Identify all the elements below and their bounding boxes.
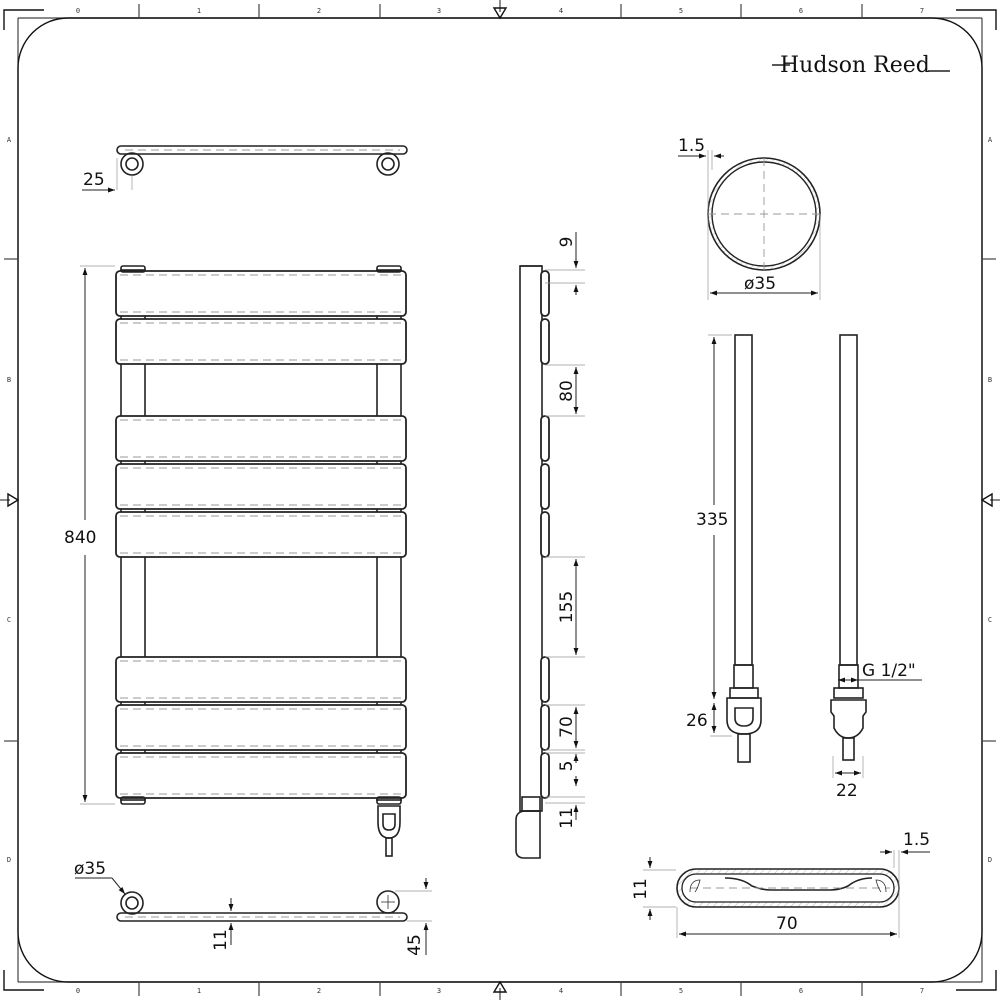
dim-length-335: 335 [696,510,728,530]
col-label-top: 1 [197,7,201,15]
dim-gap-80: 80 [557,380,577,402]
col-label-top: 0 [76,7,80,15]
dim-gap-155: 155 [557,591,577,623]
side-bar-profile [540,704,550,751]
towel-bar [115,318,407,365]
col-label-top: 7 [920,7,924,15]
dim-bar-height-70: 70 [557,716,577,738]
towel-bar [115,415,407,462]
col-label-bottom: 0 [76,987,80,995]
dim-height-840: 840 [64,528,96,548]
towel-bar [115,463,407,510]
col-label-bottom: 5 [679,987,683,995]
brand-name: Hudson Reed [780,53,930,78]
side-bar-profile [540,270,550,317]
dim-offset-45: 45 [405,934,425,956]
side-dims: 9 80 155 70 5 11 [545,232,585,829]
row-label-right: B [988,376,992,384]
side-bar-profiles [540,270,550,799]
tube-section: 1.5 ø35 [678,136,821,300]
dim-bottom-11: 11 [557,807,577,829]
side-bar-profile [540,752,550,799]
row-label-left: B [7,376,11,384]
front-view: 840 [64,265,407,857]
bottom-view: ø35 11 45 [74,859,432,956]
towel-bar [115,752,407,799]
col-label-top: 3 [437,7,441,15]
dim-width-22: 22 [836,781,858,801]
side-view: 9 80 155 70 5 11 [515,232,585,859]
heating-element: 335 26 G 1/2" 22 [686,334,922,801]
dim-thread-g12: G 1/2" [862,661,916,681]
column-ticks [4,4,996,996]
towel-bar [115,270,407,317]
dim-wall-1-5: 1.5 [678,136,705,156]
dim-diameter-35-bottom: ø35 [74,859,106,879]
towel-bar [115,656,407,703]
side-bar-profile [540,415,550,462]
side-bar-profile [540,463,550,510]
col-label-top: 2 [317,7,321,15]
row-label-left: A [7,136,12,144]
col-label-bottom: 4 [559,987,563,995]
col-label-bottom: 2 [317,987,321,995]
dim-width-70: 70 [776,914,798,934]
top-view: 25 [82,145,408,193]
row-label-right: D [988,856,992,864]
row-label-left: D [7,856,11,864]
col-label-bottom: 6 [799,987,803,995]
col-label-bottom: 7 [920,987,924,995]
side-bar-profile [540,318,550,365]
bar-section: 11 70 1.5 [631,830,930,938]
row-label-left: C [7,616,11,624]
dim-height-11: 11 [631,878,651,900]
side-bar-profile [540,656,550,703]
col-label-bottom: 3 [437,987,441,995]
col-label-top: 4 [559,7,563,15]
dim-top-offset-9: 9 [557,237,577,248]
col-label-top: 6 [799,7,803,15]
dim-wall-1-5-bar: 1.5 [903,830,930,850]
brand-logo: Hudson Reed [772,53,950,78]
row-label-right: A [988,136,993,144]
dim-offset-25: 25 [83,170,105,190]
front-heating-element [377,805,401,857]
towel-bar [115,704,407,751]
towel-bar [115,511,407,558]
dim-depth-11: 11 [211,929,231,951]
side-bar-profile [540,511,550,558]
row-label-right: C [988,616,992,624]
dim-diameter-35: ø35 [744,274,776,294]
col-label-bottom: 1 [197,987,201,995]
dim-head-26: 26 [686,711,708,731]
towel-bars [115,270,407,799]
col-label-top: 5 [679,7,683,15]
dim-spacing-5: 5 [557,761,577,772]
